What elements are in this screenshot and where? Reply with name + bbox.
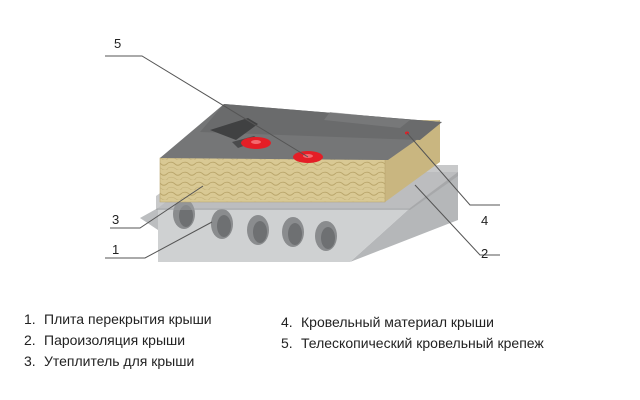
legend-item: 3. Утеплитель для крыши bbox=[24, 351, 212, 372]
legend-item: 5. Телескопический кровельный крепеж bbox=[281, 333, 544, 354]
legend-number: 2. bbox=[24, 332, 36, 348]
legend-item: 2. Пароизоляция крыши bbox=[24, 330, 212, 351]
legend-number: 5. bbox=[281, 335, 293, 351]
legend-text: Плита перекрытия крыши bbox=[44, 311, 212, 327]
legend-right: 4. Кровельный материал крыши 5. Телескопич… bbox=[281, 312, 544, 354]
leader-line-3 bbox=[110, 185, 204, 229]
legend-item: 4. Кровельный материал крыши bbox=[281, 312, 544, 333]
legend-left: 1. Плита перекрытия крыши 2. Пароизоляция … bbox=[24, 309, 212, 372]
leader-line-4 bbox=[406, 132, 500, 206]
leader-line-1 bbox=[105, 221, 213, 259]
legend-number: 4. bbox=[281, 314, 293, 330]
leader-line-5 bbox=[105, 55, 309, 158]
legend-text: Утеплитель для крыши bbox=[44, 353, 195, 369]
callout-1: 1 bbox=[112, 242, 119, 257]
callout-4: 4 bbox=[481, 213, 488, 228]
roofing-material bbox=[160, 104, 442, 160]
callout-3: 3 bbox=[112, 212, 119, 227]
callout-2: 2 bbox=[481, 246, 488, 261]
legend-text: Пароизоляция крыши bbox=[44, 332, 186, 348]
legend-number: 3. bbox=[24, 353, 36, 369]
callout-5: 5 bbox=[114, 36, 121, 51]
legend-item: 1. Плита перекрытия крыши bbox=[24, 309, 212, 330]
legend-text: Кровельный материал крыши bbox=[301, 314, 494, 330]
leader-line-2 bbox=[414, 184, 500, 256]
legend-text: Телескопический кровельный крепеж bbox=[301, 335, 544, 351]
roof-layers-diagram: 5 3 1 4 2 bbox=[105, 36, 500, 262]
legend-number: 1. bbox=[24, 311, 36, 327]
